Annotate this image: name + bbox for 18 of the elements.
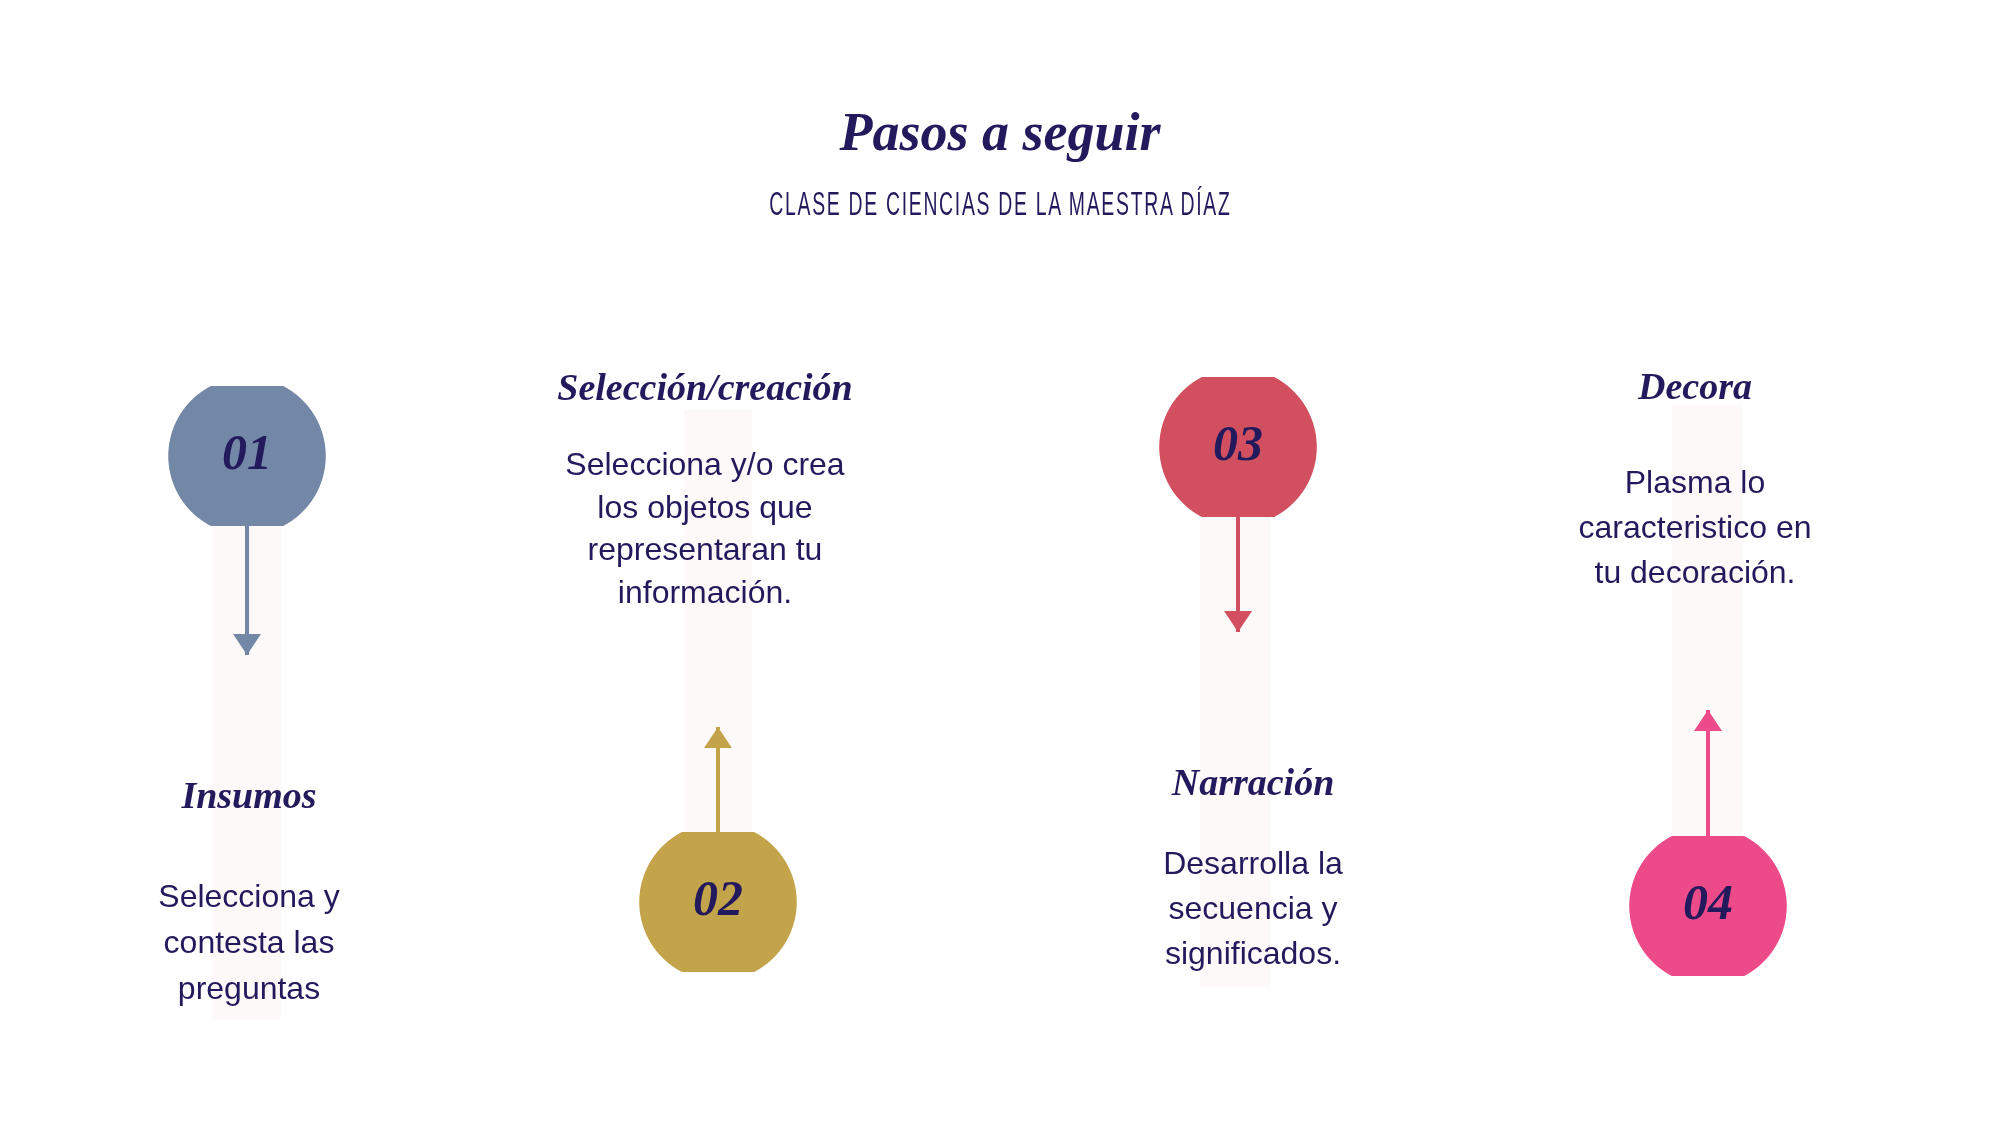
step-description: Plasma lo caracteristico en tu decoración. (1577, 463, 1813, 592)
arrow (1224, 517, 1252, 632)
step-description: Desarrolla la secuencia y significados. (1162, 844, 1344, 973)
step-number: 03 (1213, 415, 1263, 471)
subtitle: CLASE DE CIENCIAS DE LA MAESTRA DÍAZ (768, 183, 1232, 223)
arrow (704, 727, 732, 832)
step-number: 01 (222, 424, 272, 480)
step-number: 04 (1683, 874, 1733, 930)
step-heading: Insumos (181, 773, 317, 818)
step-heading: Selección/creación (557, 365, 853, 410)
arrow (1694, 710, 1722, 836)
diagram-title: Pasos a seguir (839, 101, 1161, 164)
step-heading: Narración (1171, 760, 1335, 805)
step-number: 02 (693, 870, 743, 926)
arrow (233, 526, 261, 655)
step-description: Selecciona y/o crea los objetos que representaran tu información. (564, 445, 846, 612)
step-heading: Decora (1638, 364, 1752, 409)
step-description: Selecciona y contesta las preguntas (157, 877, 341, 1008)
